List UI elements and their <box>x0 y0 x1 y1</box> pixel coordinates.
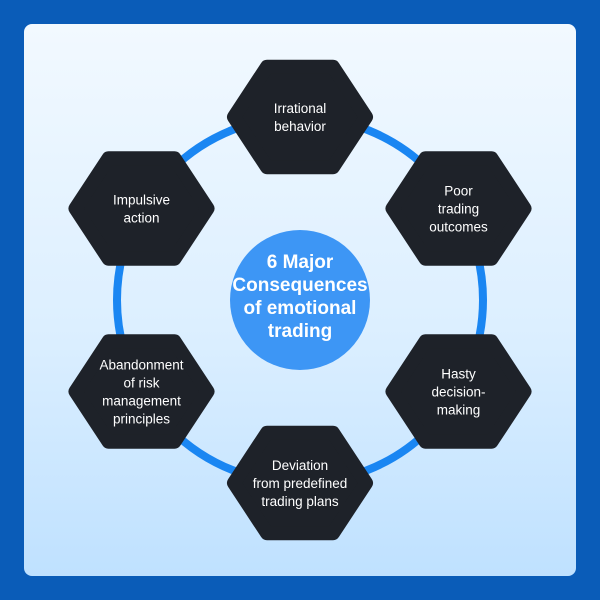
node-label-line: management <box>102 394 181 409</box>
node-label-line: Irrational <box>274 101 327 116</box>
hexagon-shape <box>68 151 215 266</box>
center-title-line-2: Consequences <box>232 275 367 296</box>
hexagon-shape <box>227 425 373 541</box>
hexagon-shape <box>385 151 532 266</box>
center-title-line-4: trading <box>268 321 332 342</box>
node-hasty-decision-making: Hasty decision-making <box>385 334 532 449</box>
node-label-line: principles <box>113 412 170 427</box>
node-deviation-from-plans: Deviation from predefined trading plans <box>227 425 373 541</box>
center-circle <box>230 230 370 370</box>
consequences-diagram: 6 Major Consequences of emotional tradin… <box>68 59 532 541</box>
node-label-line: from predefined <box>253 476 348 491</box>
node-label-line: action <box>123 211 159 226</box>
node-label-line: trading plans <box>261 494 339 509</box>
node-label-line: Poor <box>444 184 473 199</box>
node-label-line: behavior <box>274 119 326 134</box>
node-label-line: Hasty <box>441 367 476 382</box>
node-label-line: decision- <box>431 385 485 400</box>
node-label-line: making <box>437 403 481 418</box>
node-label-line: Impulsive <box>113 193 170 208</box>
center-title-line-1: 6 Major <box>267 252 334 273</box>
node-label-line: of risk <box>123 376 159 391</box>
node-irrational-behavior: Irrational behavior <box>227 59 373 175</box>
diagram-panel: 6 Major Consequences of emotional tradin… <box>24 24 576 576</box>
hexagon-shape <box>385 334 532 449</box>
hexagon-shape <box>227 59 373 175</box>
node-abandonment-of-risk-management: Abandonment of risk management principles <box>68 334 215 449</box>
node-impulsive-action: Impulsive action <box>68 151 215 266</box>
center-node: 6 Major Consequences of emotional tradin… <box>230 230 370 370</box>
node-label-line: Deviation <box>272 458 328 473</box>
node-poor-trading-outcomes: Poor trading outcomes <box>385 151 532 266</box>
hexagon-shape <box>68 334 215 449</box>
node-label-line: Abandonment <box>99 358 183 373</box>
node-label-line: trading <box>438 202 479 217</box>
node-label-line: outcomes <box>429 220 488 235</box>
center-title-line-3: of emotional <box>244 298 357 319</box>
